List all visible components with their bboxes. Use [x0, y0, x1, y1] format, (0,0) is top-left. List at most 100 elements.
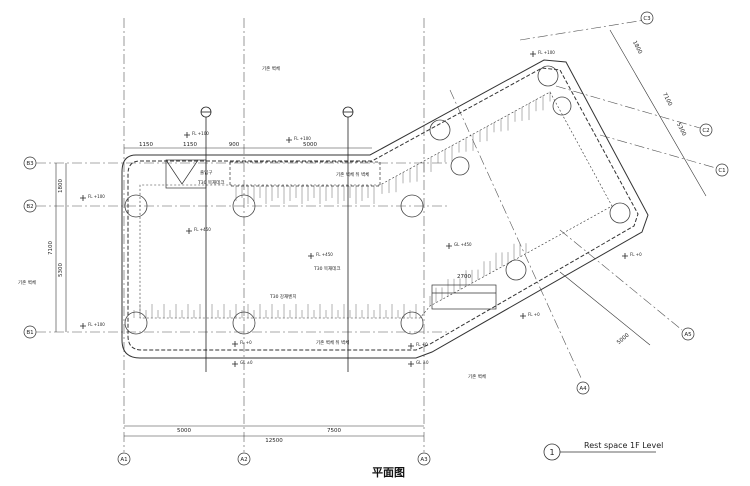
grid-label-b3: B3: [26, 161, 34, 167]
side-bench: [431, 284, 497, 310]
annotation-notes: 기존 벽체 기존 벽체 기존 벽체 기존 벽체 뒤 벽체 기존 벽체 뒤 벽체 …: [18, 65, 486, 380]
level-cross: [408, 361, 414, 367]
level-cross: [184, 132, 190, 138]
grid-label-a4: A4: [579, 386, 587, 392]
title-number: 1: [549, 448, 554, 457]
grid-bubbles: [23, 11, 729, 466]
tree-circle: [400, 194, 424, 218]
level-cross: [530, 51, 536, 57]
grid-label-c2: C2: [702, 128, 709, 134]
level-gl0: GL ±0: [240, 360, 253, 365]
grid-bubble-c2: [699, 123, 713, 137]
dim-text-bottom-right: 7500: [327, 428, 341, 434]
dim-text-top-1: 1150: [139, 142, 153, 148]
tree-markers: [124, 65, 631, 335]
level-cross: [446, 243, 452, 249]
grid-bubble-a4: [576, 381, 590, 395]
grid-label-a5: A5: [684, 332, 692, 338]
tree-circle: [537, 65, 559, 87]
dim-text-right-small: 2700: [457, 274, 471, 280]
dimension-texts: 5000 7500 12500 1800 7100 5300 1150 1150…: [48, 40, 687, 444]
bench-box: [229, 161, 381, 187]
dim-text-diag-lower: 5000: [616, 332, 631, 346]
level-cross: [80, 323, 86, 329]
tree-circle: [400, 311, 424, 335]
dim-text-bottom-left: 5000: [177, 428, 191, 434]
level-labels: FL +100 FL +100 FL +100 FL +100 FL +450 …: [88, 50, 642, 365]
grid-bubble-b1: [23, 325, 37, 339]
tree-circle: [450, 156, 470, 176]
note-deck: T30 목재데크: [197, 179, 224, 186]
outer-wall: [121, 59, 649, 359]
deck-border: [139, 91, 613, 319]
grid-bubble-a2: [237, 452, 251, 466]
tree-circle: [552, 96, 572, 116]
inner-wall: [127, 67, 639, 351]
level-fl0: FL +0: [240, 340, 252, 345]
level-fl100-e: FL +100: [538, 50, 555, 55]
tree-circle: [609, 202, 631, 224]
level-fl450: FL +450: [194, 227, 211, 232]
level-cross: [286, 137, 292, 143]
grid-line-a5: [559, 229, 683, 331]
note-deck-2: T30 목재데크: [313, 265, 340, 272]
grid-bubble-a5: [681, 327, 695, 341]
note-existing-bottom-right: 기존 벽체: [468, 373, 486, 380]
dim-line-diagonal-outer: [609, 29, 707, 197]
grid-label-b1: B1: [26, 330, 33, 336]
grid-bubble-labels: A1 A2 A3 A4 A5 B3 B2 B1 C3 C2 C1: [26, 16, 725, 463]
grid-bubble-b2: [23, 199, 37, 213]
dim-text-left-total: 7100: [48, 241, 54, 255]
deck-hatching: [133, 91, 551, 318]
level-cross: [308, 253, 314, 259]
dim-text-top-2: 1150: [183, 142, 197, 148]
grid-label-a3: A3: [420, 457, 428, 463]
level-gl450: GL +450: [454, 242, 472, 247]
entry-stair: [165, 159, 497, 310]
level-cross: [622, 253, 628, 259]
grid-line-c3: [519, 19, 646, 41]
level-cross: [232, 341, 238, 347]
grid-bubble-a3: [417, 452, 431, 466]
grid-label-b2: B2: [26, 204, 33, 210]
dim-text-diag-top: 1800: [631, 40, 643, 56]
level-cross: [232, 361, 238, 367]
grid-lines: [36, 18, 717, 452]
level-fl100-b: FL +100: [294, 136, 311, 141]
dim-text-diag-mid1: 7100: [661, 92, 673, 108]
grid-bubble-c1: [715, 163, 729, 177]
stair-triangle: [165, 159, 199, 185]
section-markers: [200, 106, 354, 372]
note-existing-top: 기존 벽체: [262, 65, 280, 72]
grid-bubble-b3: [23, 156, 37, 170]
grid-label-a1: A1: [120, 457, 127, 463]
note-existing-left: 기존 벽체: [18, 279, 36, 286]
grid-label-c1: C1: [718, 168, 725, 174]
dimension-lines: [55, 29, 707, 437]
tree-circle: [232, 311, 256, 335]
tree-circle: [429, 119, 451, 141]
note-wall-1: 기존 벽체 뒤 벽체: [316, 339, 349, 346]
grid-label-a2: A2: [240, 457, 247, 463]
grid-line-c1: [599, 134, 717, 169]
dim-text-top-4: 5000: [303, 142, 317, 148]
note-wall-2: 기존 벽체 뒤 벽체: [336, 171, 369, 178]
level-fl0-b: FL +0: [416, 342, 428, 347]
dim-text-diag-mid2: 5300: [675, 122, 687, 138]
grid-line-a4: [449, 89, 583, 381]
title-block: 1 Rest space 1F Level: [543, 441, 663, 461]
tree-circle: [124, 194, 148, 218]
grid-line-c2: [555, 85, 701, 129]
level-fl0-c: FL +0: [528, 312, 540, 317]
level-fl0-d: FL +0: [630, 252, 642, 257]
grid-label-c3: C3: [643, 16, 651, 22]
note-entry: 출입구: [200, 169, 212, 176]
level-markers: [80, 51, 628, 367]
level-fl100-c: FL +100: [88, 194, 105, 199]
level-fl100-d: FL +100: [88, 322, 105, 327]
tree-circle: [505, 259, 527, 281]
tree-circle: [232, 194, 256, 218]
note-bench: T30 강재벤치: [269, 293, 296, 300]
